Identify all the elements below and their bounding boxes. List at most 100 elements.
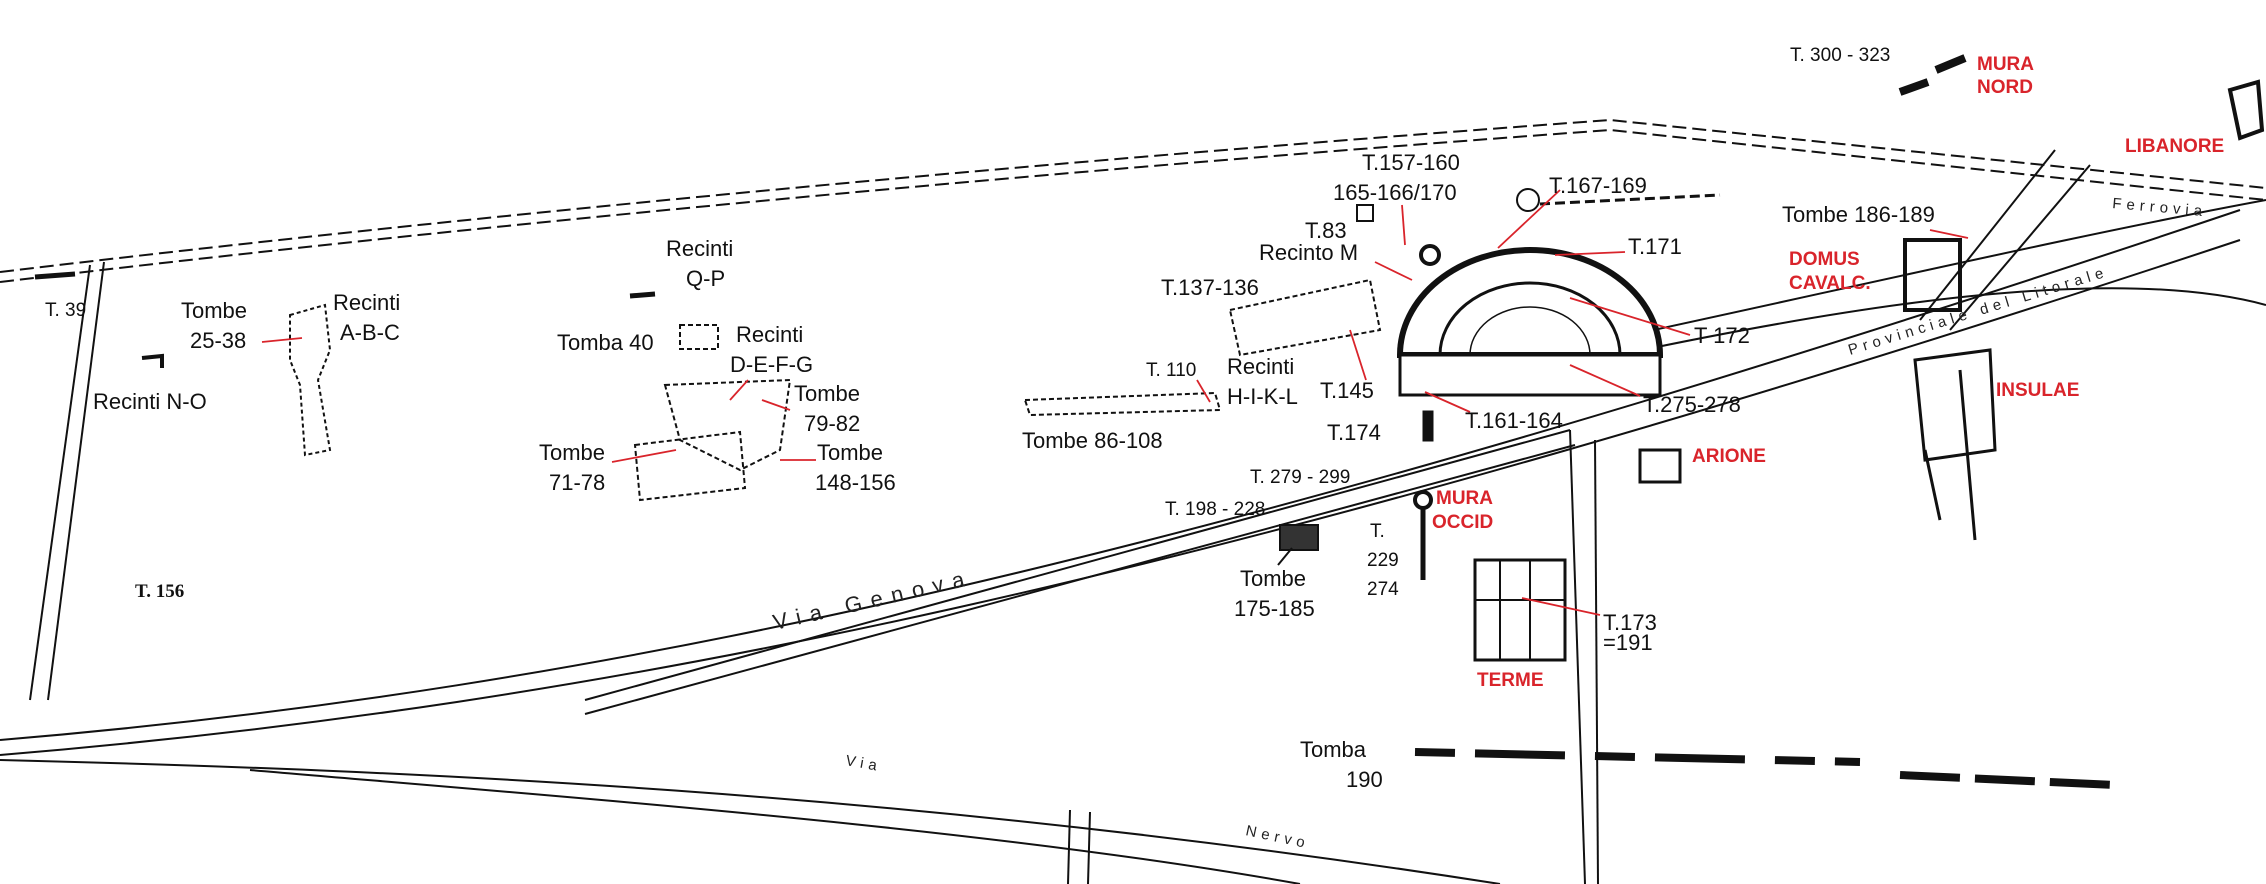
label-recinti-abc-a: Recinti [333,290,400,315]
label-t173-a: T.173 [1603,610,1657,635]
road-name-via-genova: Via Genova [771,564,976,634]
road-name-provinciale: Provinciale del Litorale [1846,263,2110,358]
theatre-scene [1398,353,1662,397]
via-genova-south-edge [0,239,2241,756]
label-tombe-148-156-a: Tombe [817,440,883,465]
enclosure-defg [663,378,792,472]
ferrovia-line-lower [0,128,2266,283]
arrow-t171 [1554,251,1626,256]
label-t229-274-a: T. [1370,521,1385,542]
diagonal-road-upper [584,429,1571,701]
label-t156: T. 156 [135,581,184,602]
label-tombe-25-38-b: 25-38 [190,328,246,353]
label-recinti-no: Recinti N-O [93,389,207,414]
label-recinti-qp-a: Recinti [666,236,733,261]
arrow-t172 [1569,297,1691,336]
arrow-t110 [1196,379,1211,403]
label-tomba-190-b: 190 [1346,767,1383,792]
label-recinti-defg-a: Recinti [736,322,803,347]
label-t229-274-c: 274 [1367,579,1399,600]
lower-via-b [249,769,1301,884]
t167-169-circle [1516,188,1540,212]
mura-occid-tower [1413,490,1433,510]
arrow-175-185 [1277,547,1293,566]
label-tombe-148-156-b: 148-156 [815,470,896,495]
label-terme: TERME [1477,670,1544,691]
label-t174: T.174 [1327,420,1381,445]
label-t83: T.83 [1305,218,1347,243]
label-tombe-79-82-b: 79-82 [804,411,860,436]
north-road-b [1949,164,2091,331]
label-libanore: LIBANORE [2125,136,2224,157]
arrow-79-82 [761,399,791,411]
left-vertical-road-a [29,264,91,701]
road-name-ferrovia: Ferrovia [2112,195,2208,220]
recinti-no-marker [141,353,164,368]
label-tomba-190-a: Tomba [1300,737,1367,762]
tomba-190-strip [1414,748,1861,766]
label-t157-160: T.157-160 [1362,150,1460,175]
bottom-road-1 [1067,809,1071,884]
diagonal-road-lower [584,444,1576,715]
label-t300-323: T. 300 - 323 [1790,45,1890,66]
insulae-blocks [1913,348,1997,541]
label-t165-170: 165-166/170 [1333,180,1457,205]
label-t198-228: T. 198 - 228 [1165,499,1265,520]
label-recinto-m: Recinto M [1259,240,1358,265]
arrow-recinto-m [1374,261,1413,281]
bottom-road-2 [1087,811,1091,884]
label-recinti-hikl-b: H-I-K-L [1227,384,1298,409]
central-vertical-road-a [1569,429,1586,884]
tomb-labels: T. 39 Tombe 25-38 Recinti A-B-C Recinti … [45,45,1935,792]
structures [34,54,2265,789]
label-mura-nord-b: NORD [1977,77,2033,98]
label-t167-169: T.167-169 [1549,173,1647,198]
arrow-t145 [1349,329,1367,381]
label-tombe-175-185-b: 175-185 [1234,596,1315,621]
label-arione: ARIONE [1692,446,1766,467]
arrow-t161 [1424,391,1471,413]
enclosure-tomba-40 [679,324,719,350]
mura-nord-wall [1898,54,1967,96]
label-mura-occid-b: OCCID [1432,512,1493,533]
label-domus-a: DOMUS [1789,249,1860,270]
ferrovia-line-upper [0,118,2266,273]
t39-marker [34,271,76,280]
terme-building [1473,558,1567,662]
label-recinti-qp-b: Q-P [686,266,725,291]
label-t279-299: T. 279 - 299 [1250,467,1350,488]
label-t145: T.145 [1320,378,1374,403]
label-mura-nord-a: MURA [1977,54,2034,75]
tombe-175-185-block [1279,524,1319,551]
label-t161-164: T.161-164 [1465,408,1563,433]
enclosure-hikl [1023,391,1222,417]
t174-marker [1422,410,1434,442]
arione-building [1638,448,1682,484]
label-tomba-40: Tomba 40 [557,330,654,355]
theatre-outer [1396,247,1664,358]
arrow-25-38 [261,337,303,343]
north-road-a [1919,149,2056,321]
label-t110: T. 110 [1146,360,1196,381]
tombe-186-189-building [1903,238,1962,312]
label-tombe-186-189: Tombe 186-189 [1782,202,1935,227]
recinti-qp-marker [629,291,656,299]
left-vertical-road-b [47,261,105,701]
label-insulae: INSULAE [1996,380,2079,401]
theatre-cavea [1469,306,1591,356]
label-recinti-hikl-a: Recinti [1227,354,1294,379]
label-t172: T 172 [1694,323,1750,348]
label-mura-occid-a: MURA [1436,488,1493,509]
theatre-stair-tower [1419,244,1441,266]
lower-via-a [0,759,1501,884]
label-tombe-71-78-b: 71-78 [549,470,605,495]
label-t275-278: T.275-278 [1643,392,1741,417]
label-tombe-86-108: Tombe 86-108 [1022,428,1163,453]
via-genova-north-edge [0,209,2241,741]
site-labels-red: MURA NORD LIBANORE DOMUS CAVALC. INSULAE… [1432,54,2224,691]
libanore-building [2227,79,2265,141]
label-t173-b: =191 [1603,630,1653,655]
terme-rooms [1475,560,1565,660]
enclosure-71-78 [633,430,747,502]
